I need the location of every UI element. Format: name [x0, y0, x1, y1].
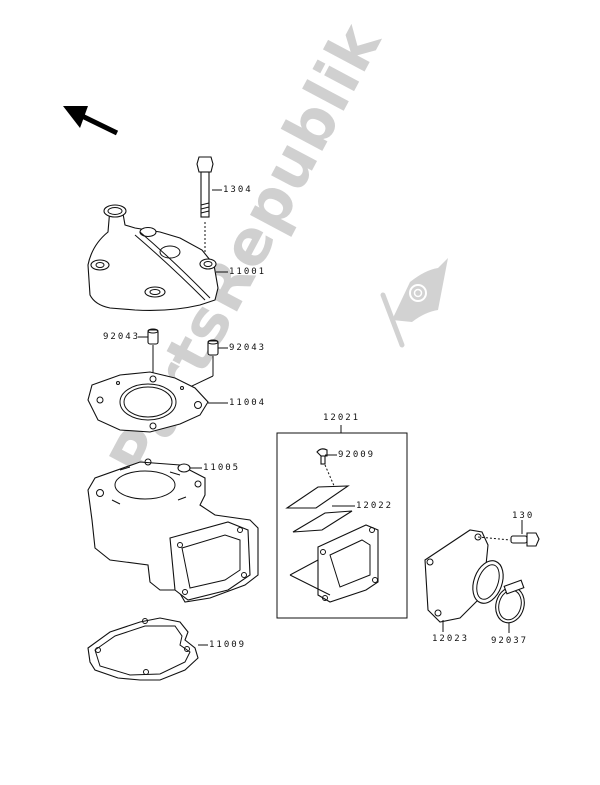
label-11009: 11009 [209, 640, 247, 650]
label-11001: 11001 [229, 267, 267, 277]
label-92043-left: 92043 [103, 332, 141, 342]
dowel-pin-92043-left [138, 328, 159, 375]
label-92009: 92009 [338, 450, 376, 460]
intake-manifold-12023 [424, 529, 504, 632]
cylinder-11005 [87, 458, 259, 603]
flange-bolt-130 [477, 520, 540, 547]
base-gasket-11009 [87, 617, 208, 681]
bolt-1304 [196, 156, 222, 255]
label-11004: 11004 [229, 398, 267, 408]
hose-clamp-92037 [495, 579, 525, 633]
head-gasket-11004 [87, 371, 228, 433]
label-92037: 92037 [491, 636, 529, 646]
label-1304: 1304 [223, 185, 253, 195]
label-130: 130 [512, 511, 535, 521]
label-92043-right: 92043 [229, 343, 267, 353]
arrow-up-left-icon [63, 106, 119, 136]
label-12022: 12022 [356, 501, 394, 511]
label-11005: 11005 [203, 463, 241, 473]
label-12021: 12021 [323, 413, 361, 423]
cylinder-head-11001 [87, 204, 228, 311]
reed-valve-box-12021 [276, 425, 408, 619]
watermark-gear-icon [380, 258, 448, 348]
label-12023: 12023 [432, 634, 470, 644]
